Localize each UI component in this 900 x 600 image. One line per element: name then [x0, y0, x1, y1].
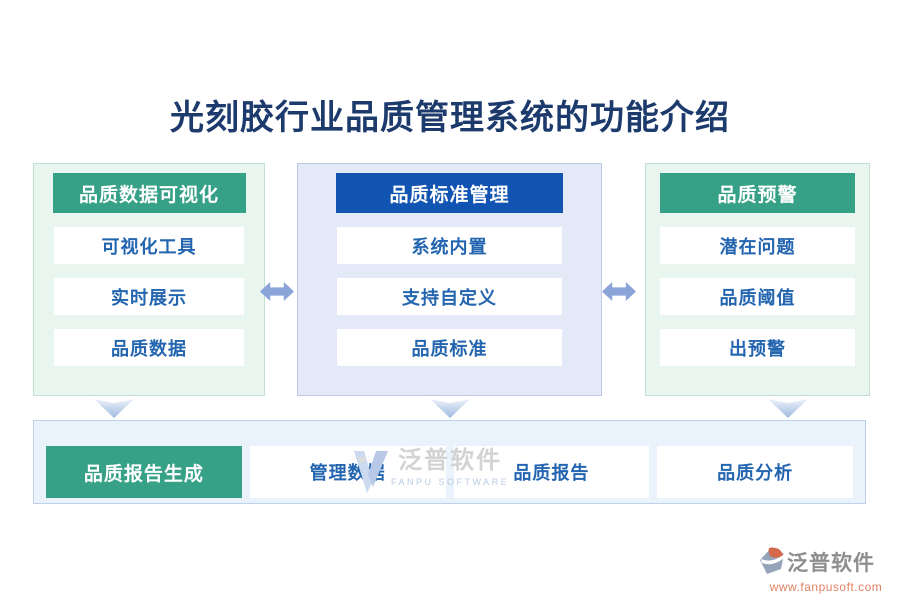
footer-brand-name: 泛普软件	[787, 550, 875, 575]
feature-card: 可视化工具	[54, 227, 244, 264]
bottom-card: 品质报告	[453, 446, 650, 498]
fanpu-logo-icon	[760, 547, 785, 579]
panel-header-quality-standard-management: 品质标准管理	[336, 173, 563, 213]
page-title: 光刻胶行业品质管理系统的功能介绍	[170, 100, 730, 137]
panel-quality-data-visualization: 品质数据可视化 可视化工具 实时展示 品质数据	[33, 163, 265, 396]
down-arrow-icon	[768, 399, 808, 418]
panel-quality-report-generation: 品质报告生成 管理数据 品质报告 品质分析	[33, 420, 866, 504]
panel-quality-alert: 品质预警 潜在问题 品质阈值 出预警	[645, 163, 870, 396]
down-arrow-icon	[430, 399, 470, 418]
feature-card: 实时展示	[54, 278, 244, 315]
feature-card: 品质数据	[54, 329, 244, 366]
panel-header-quality-data-visualization: 品质数据可视化	[52, 173, 246, 213]
feature-card: 品质标准	[337, 329, 562, 366]
feature-card: 支持自定义	[337, 278, 562, 315]
double-arrow-icon	[260, 282, 294, 301]
panel-header-quality-alert: 品质预警	[660, 173, 855, 213]
double-arrow-icon	[602, 282, 636, 301]
feature-card: 系统内置	[337, 227, 562, 264]
bottom-card: 管理数据	[249, 446, 446, 498]
bottom-header-quality-report-generation: 品质报告生成	[46, 446, 242, 498]
footer-brand-url: www.fanpusoft.com	[769, 580, 883, 594]
feature-card: 出预警	[660, 329, 855, 366]
footer-watermark: 泛普软件 www.fanpusoft.com	[760, 547, 892, 594]
feature-card: 品质阈值	[660, 278, 855, 315]
panel-quality-standard-management: 品质标准管理 系统内置 支持自定义 品质标准	[297, 163, 602, 396]
bottom-card: 品质分析	[657, 446, 853, 498]
feature-card: 潜在问题	[660, 227, 855, 264]
down-arrow-icon	[94, 399, 134, 418]
